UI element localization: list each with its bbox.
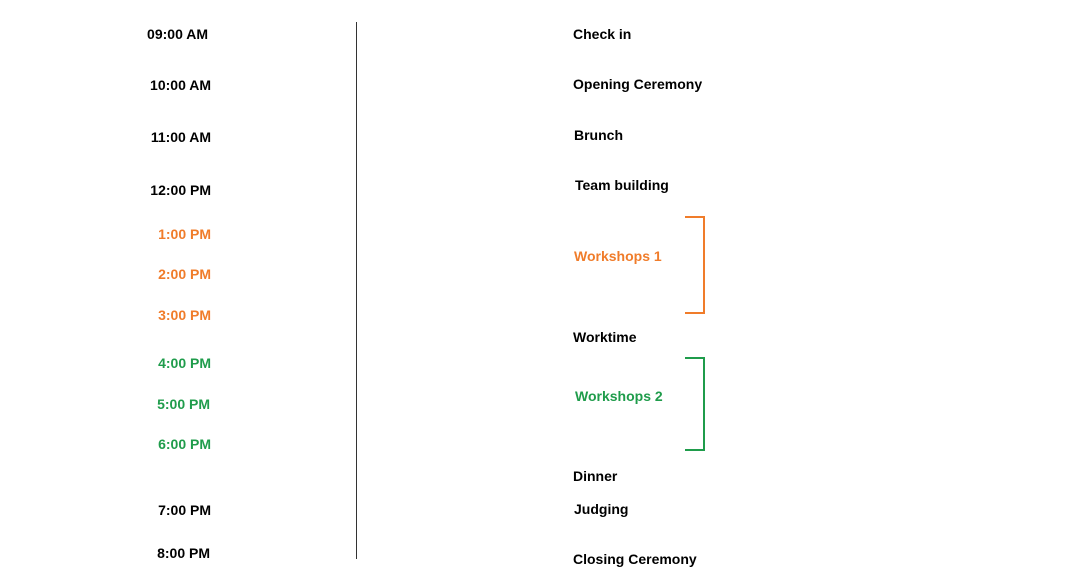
time-label-1100: 11:00 AM — [150, 129, 211, 145]
event-check-in: Check in — [573, 26, 632, 42]
event-worktime: Worktime — [573, 329, 637, 345]
time-label-0900: 09:00 AM — [147, 26, 208, 42]
event-workshops-1: Workshops 1 — [574, 248, 662, 264]
time-label-1000: 10:00 AM — [150, 77, 211, 93]
event-dinner: Dinner — [573, 468, 618, 484]
time-label-1600: 4:00 PM — [158, 355, 211, 371]
time-label-1300: 1:00 PM — [158, 226, 211, 242]
event-judging: Judging — [574, 501, 629, 517]
timeline-divider — [356, 22, 357, 559]
time-label-1800: 6:00 PM — [158, 436, 211, 452]
event-workshops-2: Workshops 2 — [575, 388, 663, 404]
time-label-1200: 12:00 PM — [150, 182, 211, 198]
time-label-1900: 7:00 PM — [158, 502, 211, 518]
workshops-2-bracket — [685, 357, 705, 451]
time-label-1500: 3:00 PM — [158, 307, 211, 323]
time-label-1400: 2:00 PM — [158, 266, 211, 282]
event-team-building: Team building — [575, 177, 669, 193]
workshops-1-bracket — [685, 216, 705, 314]
time-label-1700: 5:00 PM — [157, 396, 210, 412]
event-brunch: Brunch — [574, 127, 623, 143]
event-opening-ceremony: Opening Ceremony — [573, 76, 703, 92]
time-label-2000: 8:00 PM — [157, 545, 210, 561]
event-closing-ceremony: Closing Ceremony — [573, 551, 697, 567]
